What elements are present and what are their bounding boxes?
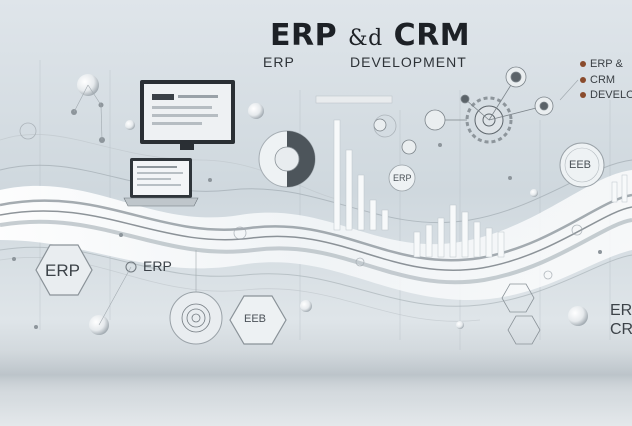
legend-item-erp: ERP &: [580, 58, 623, 70]
small-badge-circle: [388, 164, 416, 192]
title-crm: CRM: [393, 18, 471, 53]
right-edge-label-cr: CR: [610, 321, 632, 338]
search-bar-decoration: [315, 95, 393, 104]
pin-icon: [125, 261, 137, 273]
right-circle-label: EEB: [569, 159, 592, 171]
legend-bullet-icon: [580, 92, 586, 99]
mid-hex-label: EEB: [244, 313, 267, 325]
monitor-icon: [140, 80, 235, 150]
title-erp: ERP: [270, 18, 338, 53]
floor-shadow: [0, 350, 632, 400]
hexagon-icon: [35, 244, 541, 345]
subtitle-erp: ERP: [263, 54, 295, 70]
legend-bullet-icon: [580, 61, 586, 68]
connectors: [73, 79, 579, 326]
subtitle-development: DEVELOPMENT: [350, 54, 467, 70]
laptop-icon: [123, 158, 199, 207]
mid-label-erp: ERP: [143, 258, 172, 274]
flow-waves: [0, 134, 632, 322]
right-badge-circle: [559, 142, 605, 188]
legend-item-crm: CRM: [580, 74, 615, 86]
page-title: ERP &d CRM: [270, 18, 470, 53]
legend-item-develop: DEVELOP: [580, 89, 632, 101]
small-circle-label: ERP: [393, 173, 412, 183]
rings: [19, 114, 583, 280]
chart-bars-icon: [333, 119, 628, 258]
legend-bullet-icon: [580, 77, 586, 84]
title-ampersand: &d: [348, 26, 383, 51]
donut-chart-icon: [258, 130, 316, 188]
right-edge-label-er: ER: [610, 302, 632, 319]
fingerprint-icon: [169, 291, 223, 345]
network-nodes: [373, 66, 554, 155]
hex-label-erp: ERP: [45, 261, 80, 280]
